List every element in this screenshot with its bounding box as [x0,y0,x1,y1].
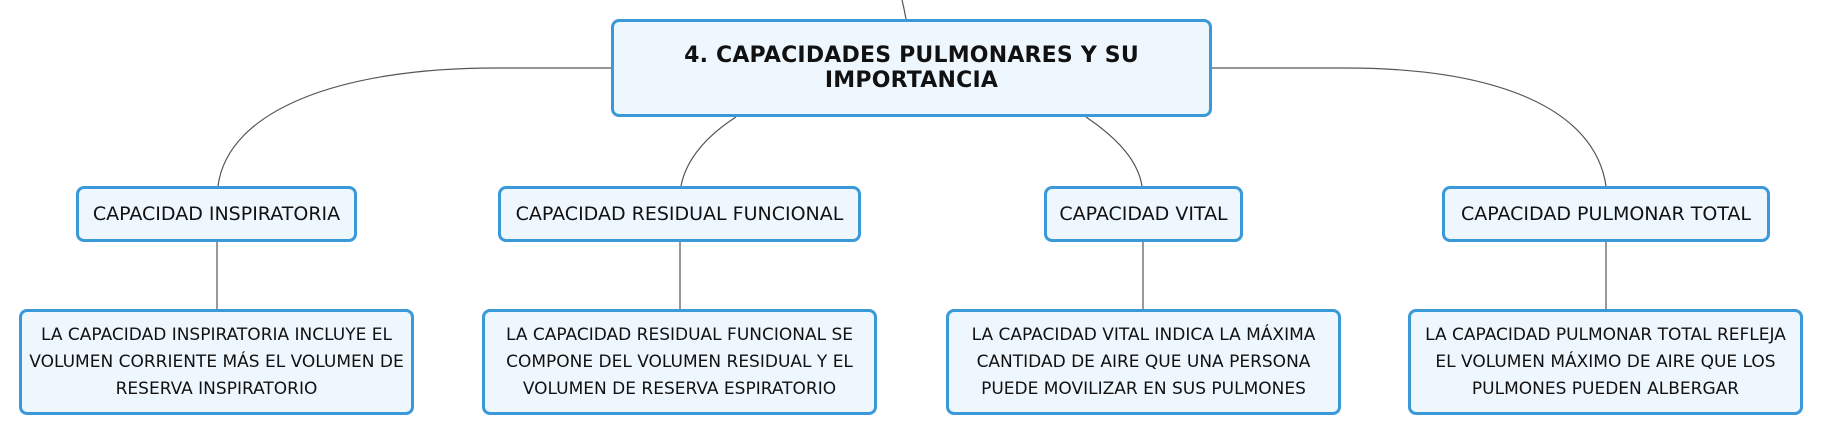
branch-label: CAPACIDAD PULMONAR TOTAL [1460,203,1752,225]
branch-label: CAPACIDAD INSPIRATORIA [92,203,341,225]
detail-text: LA CAPACIDAD PULMONAR TOTAL REFLEJA EL V… [1425,324,1786,399]
connector-main-to-capacidad-residual-funcional [680,116,737,187]
connector-main-to-capacidad-vital [1085,116,1143,187]
branch-node-capacidad-vital[interactable]: CAPACIDAD VITAL [1044,186,1243,242]
detail-node-capacidad-residual-funcional[interactable]: LA CAPACIDAD RESIDUAL FUNCIONAL SE COMPO… [482,309,877,415]
branch-label: CAPACIDAD VITAL [1059,203,1228,225]
branch-node-capacidad-residual-funcional[interactable]: CAPACIDAD RESIDUAL FUNCIONAL [498,186,861,242]
main-topic-node[interactable]: 4. CAPACIDADES PULMONARES Y SU IMPORTANC… [611,19,1212,117]
detail-node-capacidad-vital[interactable]: LA CAPACIDAD VITAL INDICA LA MÁXIMA CANT… [946,309,1341,415]
connector-main-to-capacidad-inspiratoria [217,67,611,187]
detail-node-capacidad-pulmonar-total[interactable]: LA CAPACIDAD PULMONAR TOTAL REFLEJA EL V… [1408,309,1803,415]
connector-main-to-capacidad-pulmonar-total [1212,67,1607,187]
main-topic-label: 4. CAPACIDADES PULMONARES Y SU IMPORTANC… [684,43,1139,93]
connector-parent [901,0,907,20]
detail-node-capacidad-inspiratoria[interactable]: LA CAPACIDAD INSPIRATORIA INCLUYE EL VOL… [19,309,414,415]
detail-text: LA CAPACIDAD INSPIRATORIA INCLUYE EL VOL… [29,324,404,399]
branch-node-capacidad-inspiratoria[interactable]: CAPACIDAD INSPIRATORIA [76,186,357,242]
detail-text: LA CAPACIDAD VITAL INDICA LA MÁXIMA CANT… [971,324,1316,399]
detail-text: LA CAPACIDAD RESIDUAL FUNCIONAL SE COMPO… [505,324,854,399]
branch-label: CAPACIDAD RESIDUAL FUNCIONAL [515,203,844,225]
branch-node-capacidad-pulmonar-total[interactable]: CAPACIDAD PULMONAR TOTAL [1442,186,1770,242]
